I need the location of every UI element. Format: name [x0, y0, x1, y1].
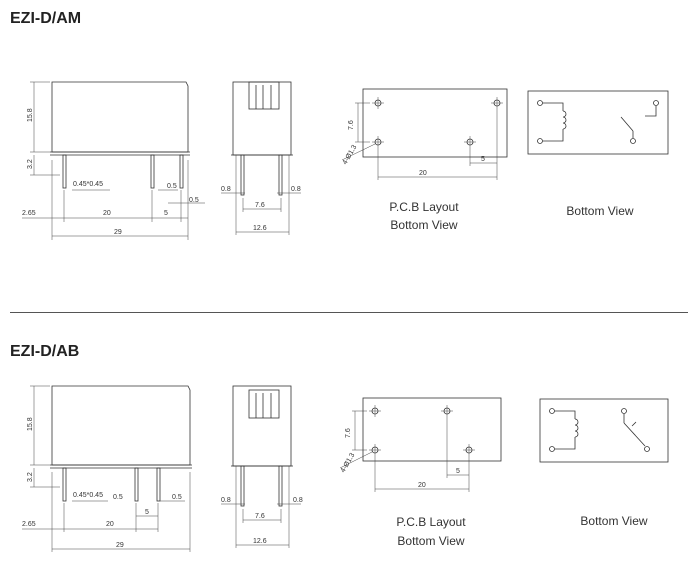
- coil-symbol: [537, 100, 567, 144]
- relay-body: [51, 385, 191, 466]
- dim-pin-gap-a: 0.5: [167, 183, 177, 190]
- dim-pin-gap-b: 0.5: [172, 494, 182, 501]
- relay-pins: [62, 467, 161, 502]
- dim-end-pitch: 7.6: [255, 202, 265, 209]
- dim-pcb-pitch: 20: [419, 170, 427, 177]
- pcb-caption-title: P.C.B Layout: [389, 200, 459, 214]
- dim-offset: 2.65: [22, 210, 36, 217]
- dim-end-width: 12.6: [253, 225, 267, 232]
- dim-pin-length: 3.2: [27, 472, 34, 482]
- dim-pin-size: 0.45*0.45: [73, 492, 103, 499]
- schematic-caption: Bottom View: [566, 204, 633, 218]
- dim-pcb-height: 7.6: [345, 428, 352, 438]
- relay-end-body: [232, 385, 292, 467]
- schematic-am: Bottom View: [527, 90, 669, 218]
- section-divider: [10, 312, 688, 313]
- dim-pcb-hole: 4-Ø1.3: [342, 144, 359, 166]
- dim-pin-gap-a: 0.5: [113, 494, 123, 501]
- side-view-am: 15.8 3.2 0.45*0.45 0.5 0.5 2.65 20 5 29: [22, 81, 205, 240]
- schematic-outline: [527, 90, 669, 155]
- dim-end-right: 0.8: [291, 186, 301, 193]
- dim-end-pitch: 7.6: [255, 513, 265, 520]
- dim-end-right: 0.8: [293, 497, 303, 504]
- dim-pcb-height: 7.6: [348, 120, 355, 130]
- dim-pcb-pitch-small: 5: [481, 156, 485, 163]
- schematic-outline: [539, 398, 669, 463]
- dim-pitch: 20: [106, 521, 114, 528]
- end-view-ab: 0.8 0.8 7.6 12.6: [221, 385, 303, 548]
- dim-pcb-pitch-small: 5: [456, 468, 460, 475]
- dim-pitch-small: 5: [164, 210, 168, 217]
- schematic-caption: Bottom View: [580, 514, 647, 528]
- coil-symbol: [549, 408, 579, 452]
- dim-pin-gap-b: 0.5: [189, 197, 199, 204]
- dim-length: 29: [116, 542, 124, 549]
- pcb-holes: [374, 99, 501, 146]
- dim-pitch: 20: [103, 210, 111, 217]
- dim-height: 15.8: [27, 108, 34, 122]
- end-view-am: 0.8 0.8 7.6 12.6: [221, 81, 301, 235]
- pcb-layout-ab: 7.6 4-Ø1.3 20 5 P.C.B Layout Bottom View: [340, 397, 502, 548]
- pcb-caption-sub: Bottom View: [390, 218, 457, 232]
- dim-pitch-small: 5: [145, 509, 149, 516]
- dim-end-width: 12.6: [253, 538, 267, 545]
- dim-height: 15.8: [27, 417, 34, 431]
- dim-pcb-hole: 4-Ø1.3: [340, 452, 357, 474]
- side-view-ab: 15.8 3.2 0.45*0.45 0.5 0.5 2.65 20 5 29: [22, 385, 192, 552]
- dim-pin-length: 3.2: [27, 159, 34, 169]
- pcb-layout-am: 7.6 4-Ø1.3 20 5 P.C.B Layout Bottom View: [342, 88, 508, 232]
- dim-offset: 2.65: [22, 521, 36, 528]
- contact-symbol: [621, 408, 650, 452]
- model-title-ab: EZI-D/AB: [10, 343, 80, 360]
- contact-symbol: [620, 100, 659, 144]
- pcb-outline: [362, 397, 502, 462]
- model-title-am: EZI-D/AM: [10, 10, 82, 27]
- pcb-holes: [371, 407, 473, 454]
- dim-end-left: 0.8: [221, 497, 231, 504]
- pcb-caption-sub: Bottom View: [397, 534, 464, 548]
- dim-end-left: 0.8: [221, 186, 231, 193]
- relay-end-body: [232, 81, 292, 156]
- dim-pcb-pitch: 20: [418, 482, 426, 489]
- relay-pins: [62, 154, 184, 189]
- relay-body: [51, 81, 189, 153]
- dim-length: 29: [114, 229, 122, 236]
- schematic-ab: Bottom View: [539, 398, 669, 528]
- dim-pin-size: 0.45*0.45: [73, 181, 103, 188]
- pcb-caption-title: P.C.B Layout: [396, 515, 466, 529]
- pcb-outline: [362, 88, 508, 158]
